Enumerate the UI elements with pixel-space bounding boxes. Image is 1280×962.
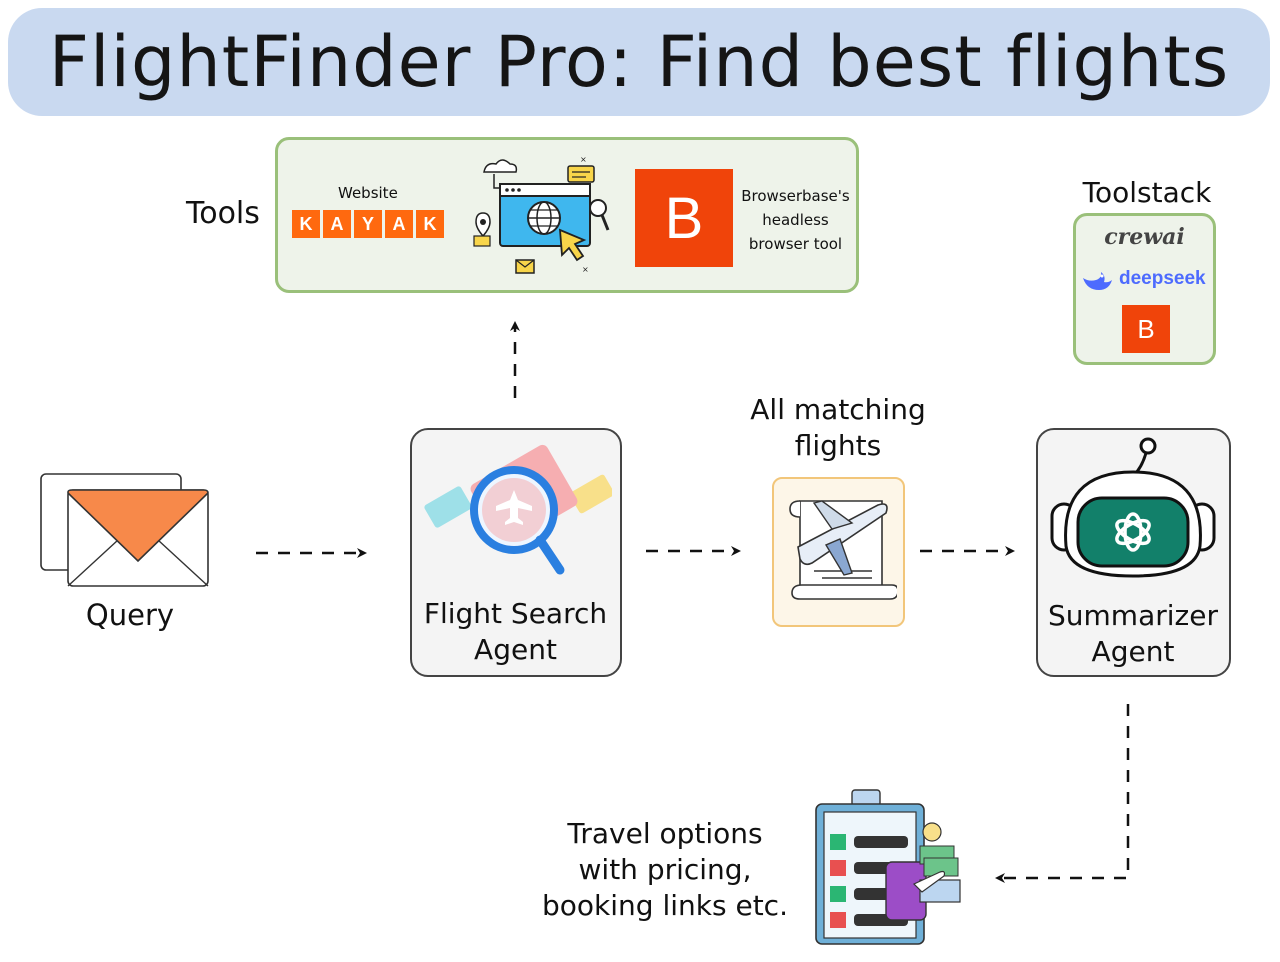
browserbase-logo: B [635, 169, 733, 267]
kayak-letter: A [385, 210, 413, 238]
tools-label: Tools [186, 196, 260, 231]
flight-search-agent-label: Flight Search Agent [412, 596, 619, 668]
deepseek-logo: deepseek [1119, 268, 1206, 289]
scroll-plane-icon [789, 500, 897, 600]
summarizer-agent-card: Summarizer Agent [1036, 428, 1231, 677]
envelope-icon [40, 473, 209, 587]
arrow-summarizer-to-output [995, 704, 1130, 883]
query-label: Query [85, 598, 175, 632]
toolstack-panel: crewai deepseek B [1073, 213, 1216, 365]
kayak-letter: A [323, 210, 351, 238]
svg-text:×: × [582, 265, 589, 274]
browserbase-description: Browserbase's headless browser tool [738, 184, 853, 256]
output-line: booking links etc. [542, 889, 788, 922]
output-label: Travel options with pricing, booking lin… [530, 816, 800, 924]
svg-text:×: × [580, 155, 587, 164]
matching-line: All matching [750, 393, 926, 426]
web-browser-icon: × × [473, 155, 610, 274]
summarizer-agent-label: Summarizer Agent [1038, 598, 1228, 670]
crewai-logo: crewai [1104, 224, 1185, 250]
tools-panel: Website K A Y A K × [275, 137, 859, 293]
flight-agent-line: Agent [474, 633, 557, 666]
flight-agent-line: Flight Search [423, 597, 608, 630]
matching-line: flights [794, 429, 882, 462]
website-label: Website [338, 184, 398, 202]
browserbase-line: browser tool [748, 235, 843, 253]
browserbase-line: headless [762, 211, 829, 229]
kayak-letter: K [292, 210, 320, 238]
page-title: FlightFinder Pro: Find best flights [48, 21, 1230, 103]
kayak-letter: Y [354, 210, 382, 238]
deepseek-whale-icon [1083, 272, 1112, 290]
toolstack-label: Toolstack [1082, 176, 1212, 209]
robot-openai-icon [1050, 437, 1216, 578]
flight-search-agent-card: Flight Search Agent [410, 428, 622, 677]
output-line: Travel options [567, 817, 763, 850]
matching-flights-label: All matching flights [738, 392, 938, 464]
flight-search-icon [424, 444, 612, 575]
checklist-travel-icon [815, 789, 961, 945]
output-line: with pricing, [578, 853, 752, 886]
kayak-logo: K A Y A K [292, 210, 444, 238]
kayak-letter: K [416, 210, 444, 238]
summarizer-line: Agent [1091, 635, 1175, 668]
toolstack-browserbase-logo: B [1122, 305, 1170, 353]
browserbase-line: Browserbase's [741, 187, 850, 205]
summarizer-line: Summarizer [1048, 599, 1218, 632]
title-banner: FlightFinder Pro: Find best flights [8, 8, 1270, 116]
matching-flights-document [772, 477, 905, 627]
